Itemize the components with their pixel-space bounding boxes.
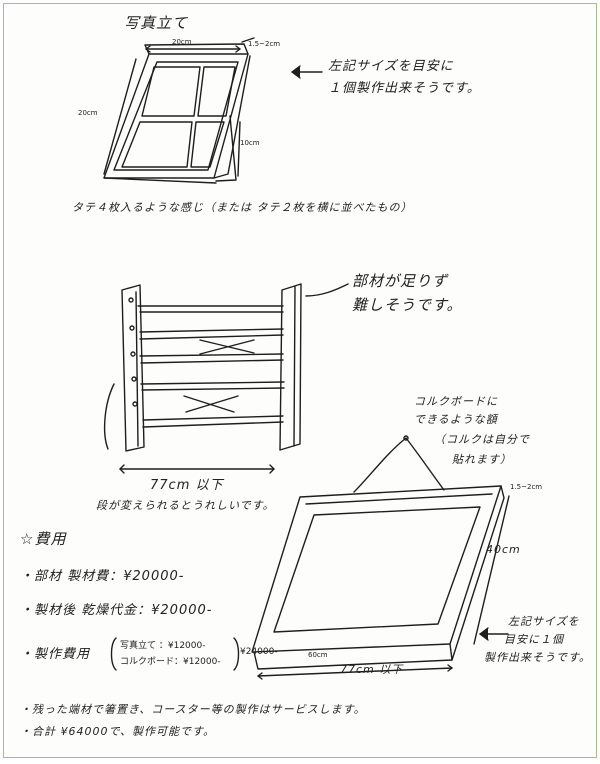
cork-frame-width-label: 60cm [308, 651, 328, 659]
cost-production-total: ¥24000- [240, 647, 278, 657]
cork-frame-note-line-1: コルクボードに [414, 395, 498, 408]
cork-frame-drawing [251, 435, 510, 680]
photo-stand-note-line-2: １個製作出来そうです。 [328, 81, 481, 96]
cork-frame-right-note-line-1: 左記サイズを [508, 615, 580, 628]
photo-stand-note-line-1: 左記サイズを目安に [328, 59, 454, 74]
shelf-note-line-1: 部材が足りず [352, 272, 449, 290]
photo-stand-width-label: 20cm [172, 38, 192, 46]
photo-stand-depth-label: 1.5~2cm [248, 40, 281, 48]
photo-stand-caption: タテ４枚入るような感じ（または タテ２枚を横に並べたもの） [72, 201, 413, 214]
cost-item-drying: ・製材後 乾燥代金：¥20000- [20, 603, 213, 618]
cork-frame-height-label: 40cm [486, 543, 521, 556]
costs-heading: ☆費用 [20, 530, 67, 548]
cork-frame-depth-label: 1.5~2cm [510, 483, 543, 491]
photo-stand-title: 写真立て [124, 14, 189, 32]
photo-stand-height-label: 20cm [78, 109, 98, 117]
cost-production-photo-stand: 写真立て ：¥12000- [120, 641, 206, 651]
cork-frame-right-note-line-3: 製作出来そうです。 [484, 651, 591, 664]
shelf-note-line-2: 難しそうです。 [352, 296, 463, 314]
cork-frame-note-line-2: できるような額 [414, 413, 498, 426]
footer-note-offcuts: ・残った端材で箸置き、コースター等の製作はサービスします。 [20, 703, 366, 716]
cost-item-materials: ・部材 製材費：¥20000- [20, 569, 185, 584]
cork-frame-bottom-label: 77cm 以下 [340, 663, 404, 676]
cork-frame-paren-line-1: （コルクは自分で [434, 433, 530, 446]
photo-stand-stand-label: 10cm [240, 139, 260, 147]
sketch-drawing [103, 37, 510, 680]
sketch-page: 写真立て 20cm 1.5~2cm 20cm 10cm タテ４枚入るような感じ（… [3, 3, 597, 758]
cost-production-cork-board: コルクボード：¥12000- [120, 657, 221, 667]
cork-frame-right-note-line-2: 目安に１個 [504, 633, 564, 646]
shelf-width-label: 77cm 以下 [150, 478, 224, 493]
photo-frame-drawing [103, 37, 255, 184]
cork-frame-paren-line-2: 貼れます） [452, 453, 512, 466]
cost-production-label: ・製作費用 [20, 647, 91, 662]
footer-note-total: ・合計 ¥64000で、製作可能です。 [20, 725, 215, 738]
shelf-drawing [103, 283, 302, 474]
shelf-caption: 段が変えられるとうれしいです。 [96, 499, 275, 512]
